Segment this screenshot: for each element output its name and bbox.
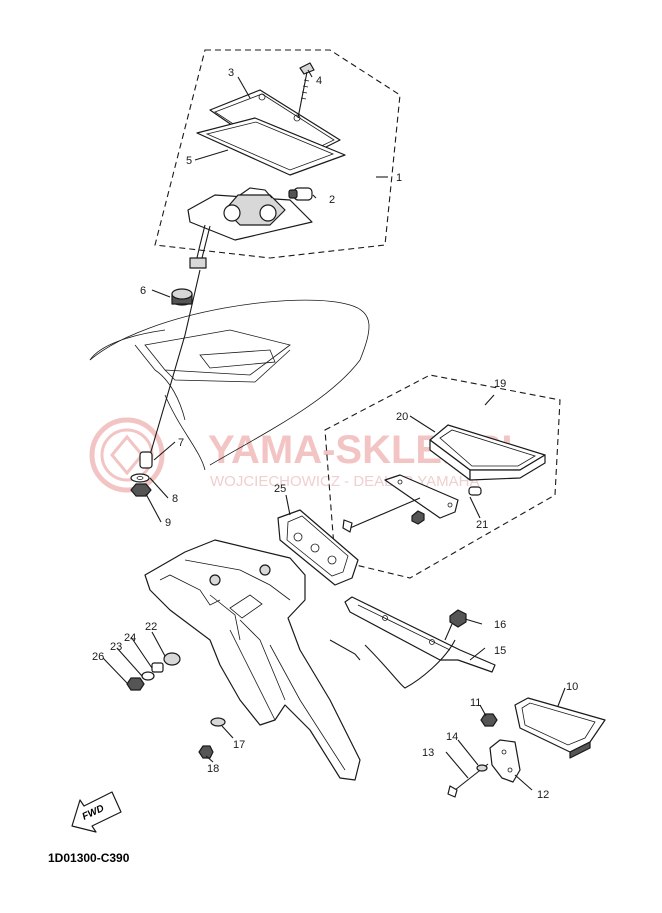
- collar-2: [151, 662, 164, 673]
- callout-12: 12: [537, 789, 549, 801]
- callout-16: 16: [494, 619, 506, 631]
- license-light-bracket: [384, 474, 459, 519]
- collar: [139, 451, 153, 469]
- callout-3: 3: [228, 67, 234, 79]
- callout-21: 21: [476, 519, 488, 531]
- license-light-bulb: [468, 486, 482, 496]
- nut: [126, 677, 145, 691]
- license-light-bolt: [342, 497, 425, 533]
- diagram-code: 1D01300-C390: [48, 851, 130, 865]
- callout-11: 11: [470, 697, 481, 709]
- callout-26: 26: [92, 651, 104, 663]
- license-light-lens: [429, 424, 546, 481]
- callout-13: 13: [422, 747, 434, 759]
- washer-2: [141, 671, 155, 681]
- callout-4: 4: [316, 75, 322, 87]
- leader-lines: [102, 69, 566, 791]
- bulb: [288, 187, 313, 201]
- callout-24: 24: [124, 632, 136, 644]
- callout-5: 5: [186, 155, 192, 167]
- watermark-subtext: WOJCIECHOWICZ - DEALER YAMAHA: [210, 473, 479, 490]
- washer: [130, 473, 150, 483]
- fwd-arrow: FWD: [71, 791, 122, 833]
- gasket: [196, 117, 346, 176]
- callout-2: 2: [329, 194, 335, 206]
- callout-22: 22: [145, 621, 157, 633]
- callout-9: 9: [165, 517, 171, 529]
- callout-14: 14: [446, 731, 458, 743]
- grommet: [171, 288, 193, 306]
- plate-bracket: [344, 596, 496, 673]
- callout-15: 15: [494, 645, 506, 657]
- bracket-plate: [277, 509, 359, 586]
- callout-19: 19: [494, 378, 506, 390]
- nut-18: [198, 745, 214, 759]
- nut-11: [480, 713, 498, 727]
- callout-18: 18: [207, 763, 219, 775]
- housing: [187, 187, 313, 241]
- nut-9: [130, 483, 152, 497]
- mudguard: [144, 539, 361, 781]
- callout-numbers: 3 4 5 1 2 6 7 8 9 19 20 21 25 16 15 10 1…: [92, 67, 578, 801]
- callout-25: 25: [274, 483, 286, 495]
- washer-14: [476, 764, 488, 772]
- assembly-1-outline: [154, 49, 401, 259]
- screw: [297, 62, 315, 119]
- callout-6: 6: [140, 285, 146, 297]
- rear-body-outline: [89, 299, 370, 471]
- callout-7: 7: [178, 437, 184, 449]
- callout-8: 8: [172, 493, 178, 505]
- callout-20: 20: [396, 411, 408, 423]
- bolt: [444, 609, 467, 641]
- wire-harness: [149, 224, 211, 456]
- callout-10: 10: [566, 681, 578, 693]
- callout-17: 17: [233, 739, 245, 751]
- callout-1: 1: [396, 172, 402, 184]
- washer-17: [210, 717, 226, 727]
- grommet-2: [163, 652, 181, 666]
- callout-23: 23: [110, 641, 122, 653]
- license-light: [514, 697, 606, 759]
